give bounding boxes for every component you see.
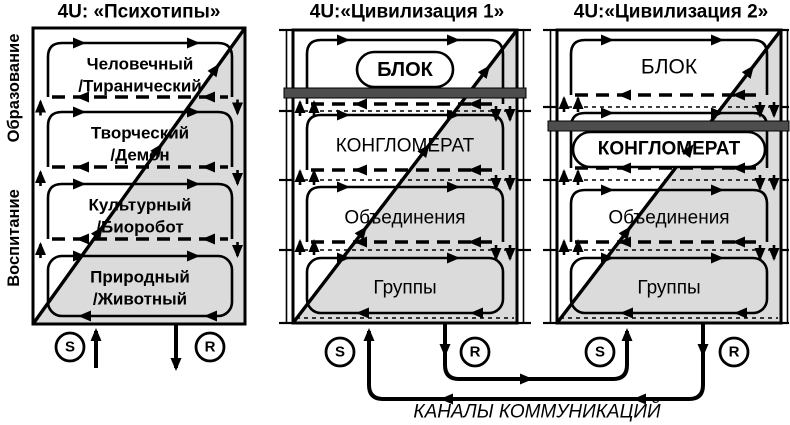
receiver-label: R xyxy=(470,344,481,361)
source-label: S xyxy=(65,339,75,356)
panel-frame xyxy=(555,28,783,325)
level-label: /Тиранический xyxy=(78,77,201,96)
level-label: Группы xyxy=(373,278,436,299)
receiver-label: R xyxy=(205,339,216,356)
panel-psychotypes: 4U: «Психотипы» Человечный /Тиранический… xyxy=(31,2,247,368)
panel-civilization-2: 4U:«Цивилизация 2» xyxy=(543,2,790,368)
level-label: Культурный xyxy=(89,196,192,215)
frame-ticks xyxy=(543,28,789,325)
level-label: /Животный xyxy=(93,290,187,309)
highlight-oval xyxy=(355,50,455,89)
source-label: S xyxy=(335,344,345,361)
level-label: КОНГЛОМЕРАТ xyxy=(336,136,475,157)
receiver-terminal xyxy=(718,336,750,368)
level-label: Объединения xyxy=(344,208,465,229)
diagonal-line xyxy=(555,28,783,325)
level-labels: БЛОК КОНГЛОМЕРАТ Объединения Группы xyxy=(336,59,475,299)
source-terminal xyxy=(54,331,86,363)
level-label: Объединения xyxy=(608,208,729,229)
axis-label-upbringing: Воспитание xyxy=(5,189,23,287)
level-label: Природный xyxy=(90,268,190,287)
panel-title: 4U: «Психотипы» xyxy=(58,2,221,23)
channels-caption: КАНАЛЫ КОММУНИКАЦИЙ xyxy=(413,401,661,423)
level-label: БЛОК xyxy=(377,59,433,81)
diagonal-line xyxy=(31,27,247,325)
receiver-terminal xyxy=(459,336,491,368)
panel-title: 4U:«Цивилизация 1» xyxy=(310,2,504,23)
panel-frame xyxy=(31,26,247,326)
level-label: /Биоробот xyxy=(96,218,183,237)
channel-lower xyxy=(367,323,705,401)
panel-civilization-1: 4U:«Цивилизация 1» xyxy=(279,2,531,368)
source-terminal xyxy=(584,336,616,368)
frame-ticks xyxy=(279,28,531,325)
barrier-bar xyxy=(283,87,527,99)
level-labels: БЛОК КОНГЛОМЕРАТ Объединения Группы xyxy=(598,56,741,299)
diagonal-line xyxy=(291,28,519,325)
receiver-terminal xyxy=(194,331,226,363)
source-label: S xyxy=(595,344,605,361)
highlight-oval xyxy=(571,130,767,169)
axis-label-education: Образование xyxy=(5,34,23,143)
level-label: БЛОК xyxy=(641,56,698,79)
panel-title: 4U:«Цивилизация 2» xyxy=(574,2,768,23)
arrowheads xyxy=(35,34,780,405)
channel-upper xyxy=(443,323,629,381)
receiver-label: R xyxy=(729,344,740,361)
panel-frame xyxy=(291,28,519,325)
source-terminal xyxy=(324,336,356,368)
level-label: Творческий xyxy=(91,124,189,143)
level-label: КОНГЛОМЕРАТ xyxy=(598,139,741,160)
level-loops xyxy=(296,38,514,319)
communication-channels: КАНАЛЫ КОММУНИКАЦИЙ xyxy=(367,323,705,423)
level-label: Группы xyxy=(637,278,700,299)
barrier-bar xyxy=(547,120,790,132)
level-label: Человечный xyxy=(87,55,194,74)
